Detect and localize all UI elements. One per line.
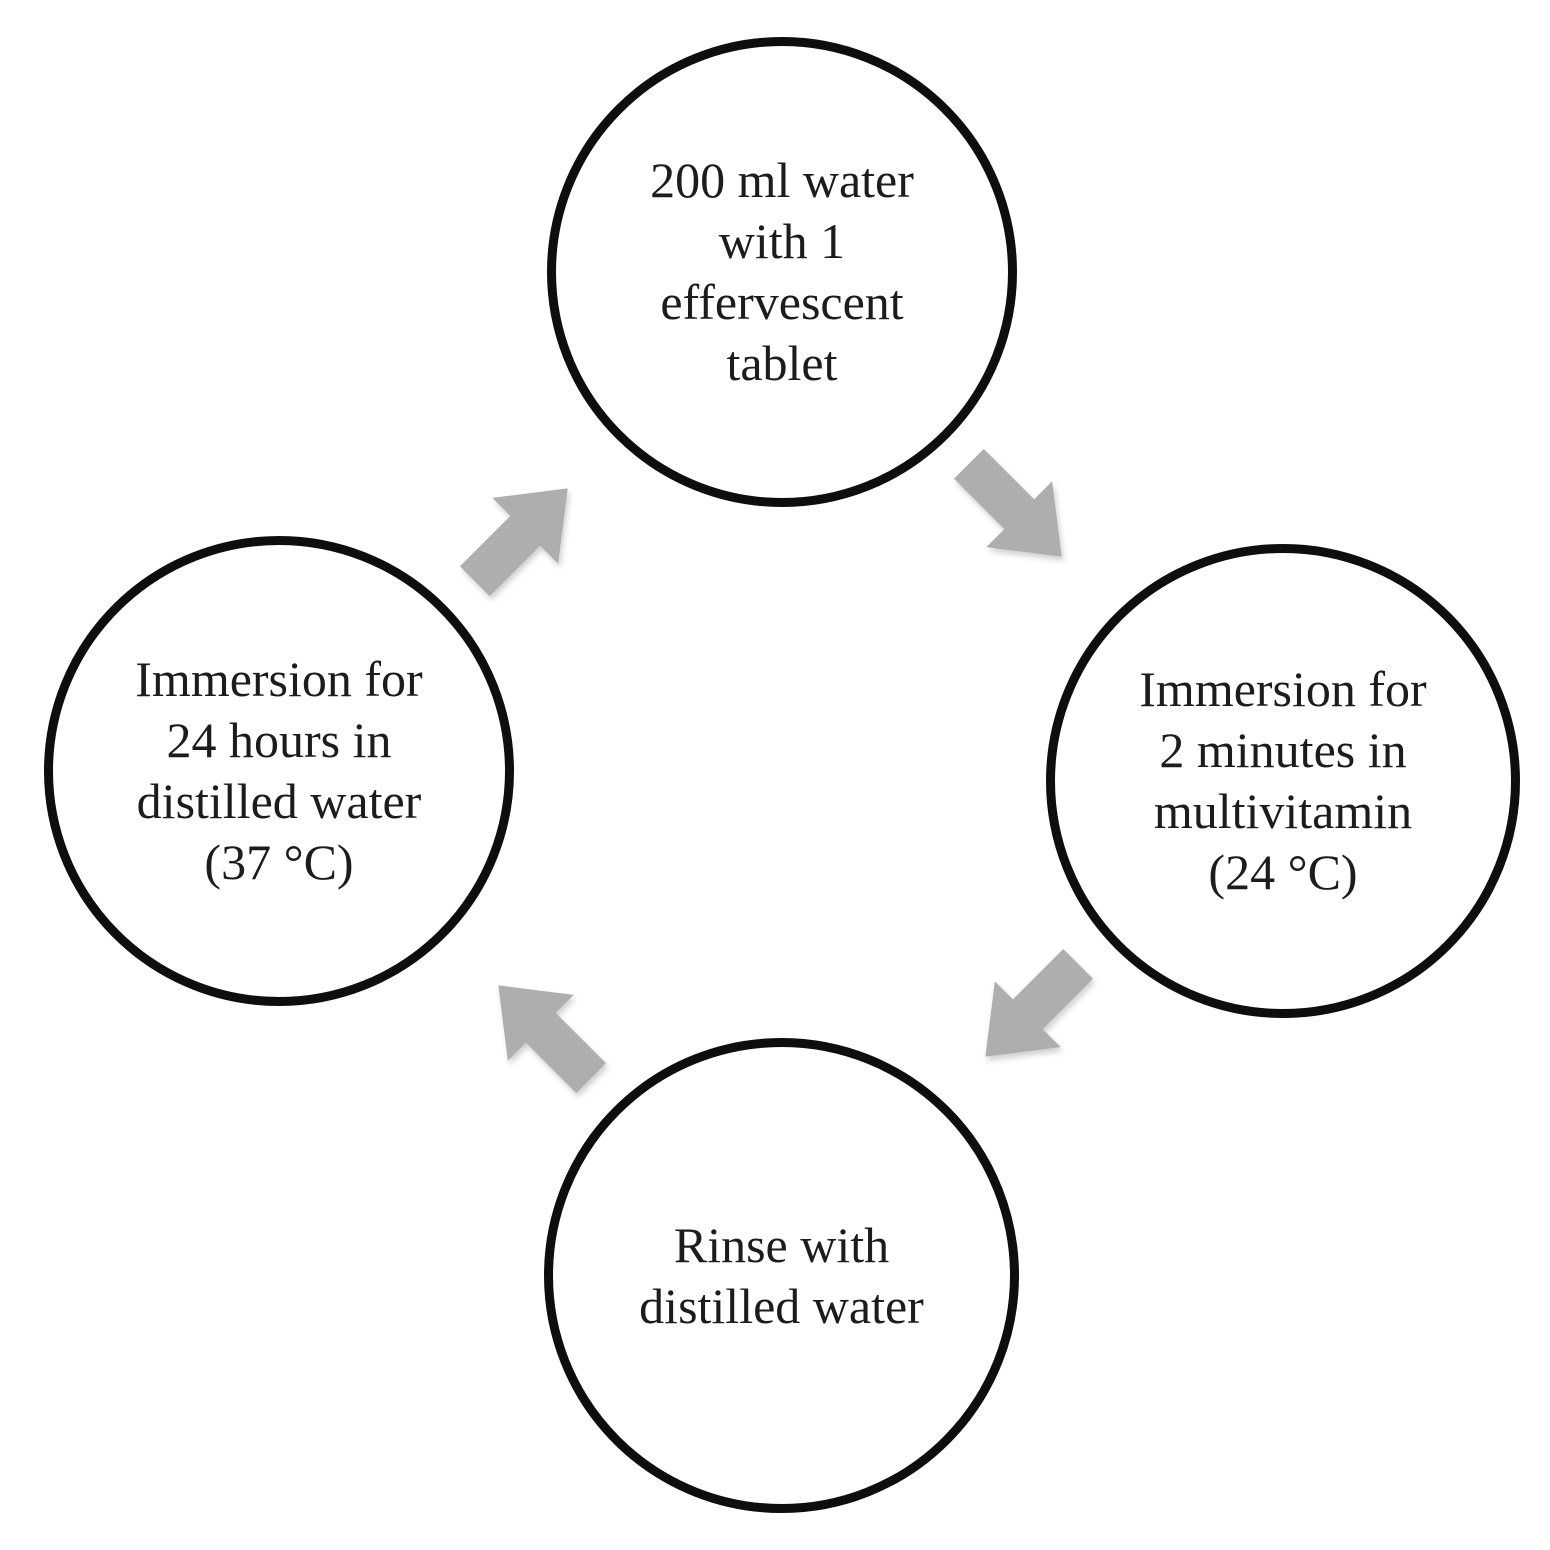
step-label-top: 200 ml water with 1 effervescent tablet — [650, 152, 914, 391]
step-label-right: Immersion for 2 minutes in multivitamin … — [1139, 661, 1427, 900]
arrow-down-left-icon — [985, 949, 1093, 1057]
step-circle-bottom: Rinse with distilled water — [544, 1038, 1019, 1513]
arrow-up-right-icon — [460, 488, 568, 596]
arrow-up-left-icon — [498, 985, 606, 1093]
step-circle-top: 200 ml water with 1 effervescent tablet — [547, 37, 1017, 507]
step-label-bottom: Rinse with distilled water — [639, 1216, 924, 1334]
step-circle-right: Immersion for 2 minutes in multivitamin … — [1046, 544, 1520, 1018]
step-circle-left: Immersion for 24 hours in distilled wate… — [44, 536, 514, 1006]
step-label-left: Immersion for 24 hours in distilled wate… — [135, 651, 423, 890]
arrow-down-right-icon — [954, 449, 1062, 557]
